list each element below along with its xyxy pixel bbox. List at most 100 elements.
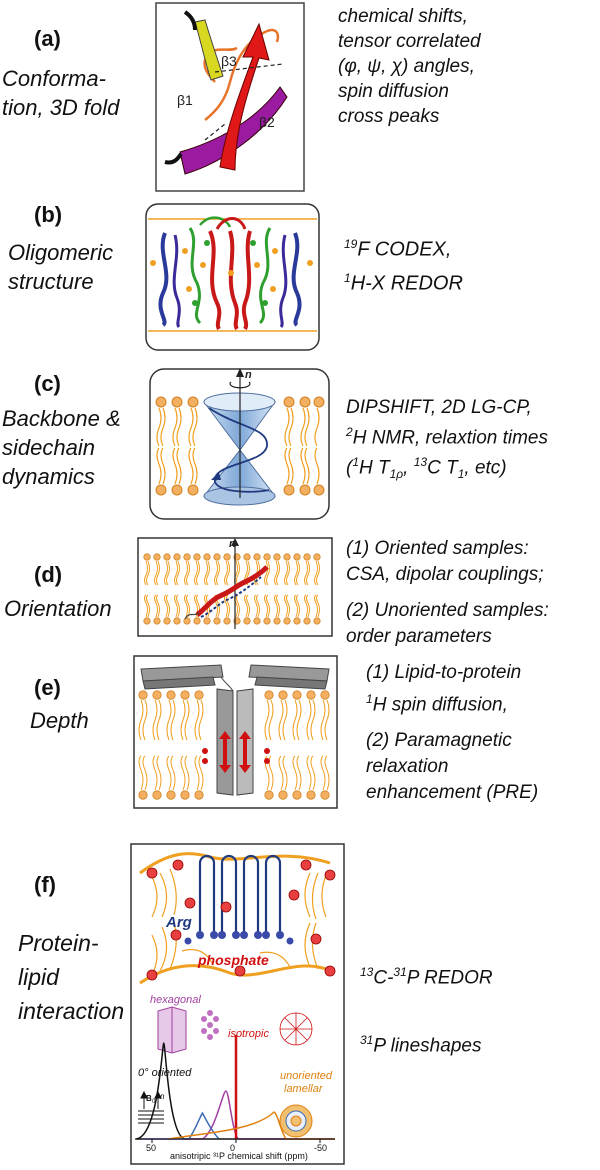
method-line: (2) Paramagnetic [366,730,512,752]
row-f-category-line: Protein- [18,930,99,956]
micelle [279,1012,313,1046]
row-b-category-line: Oligomeric [8,240,114,265]
hexagonal-prism [157,1006,187,1054]
sidechain-balls [150,248,313,292]
cross-peak-line [214,63,284,73]
row-a-label: (a) [34,26,61,51]
method-line: (1H T1ρ, 13C T1, etc) [346,455,507,482]
protein-red [195,565,269,617]
depth-arrows [219,731,251,773]
director-arrowhead [231,538,239,546]
row-b-methods: 19F CODEX, 1H-X REDOR [344,230,463,297]
protein-tail [184,612,200,620]
director-arrowhead [236,368,244,377]
helical-arrowhead [211,472,221,480]
c-terminus [164,152,183,165]
helix-connector [220,676,234,692]
row-e-figure [133,655,338,809]
protein-blue [200,576,262,618]
method-line: tensor correlated [338,31,481,52]
method-line: cross peaks [338,106,440,127]
phosphate-heads [146,859,336,981]
row-f-category-line: interaction [18,998,125,1024]
method-line: 13C-31P REDOR [360,965,493,989]
rotation-arrow [229,381,251,389]
row-e-methods: (1) Lipid-to-protein 1H spin diffusion, … [366,660,538,806]
method-line: 19F CODEX, [344,237,452,261]
method-line: chemical shifts, [338,6,468,27]
curved-lipid-tails [151,868,327,976]
row-c-category-line: Backbone & [2,406,121,431]
n-terminus [183,10,197,31]
row-a-methods: chemical shifts, tensor correlated (φ, ψ… [338,4,481,129]
blue-strand [291,232,302,327]
lipid-heads-bottom [143,617,321,625]
method-line: (1) Lipid-to-protein [366,662,522,683]
row-b-category-line: structure [8,269,94,294]
method-line: 1H-X REDOR [344,270,463,295]
method-line: order parameters [346,626,492,647]
hexagonal-cross-section [201,1010,219,1040]
row-d-category-line: Orientation [4,596,112,621]
lipid-tails [138,699,330,791]
arg-hairpins [198,854,282,933]
row-a-category-line: tion, 3D fold [2,95,120,120]
beta-strand-3 [219,22,270,171]
row-c-figure: n [149,368,330,520]
red-loop [215,217,247,230]
blue-strand [158,232,169,327]
row-a-category: Conforma- tion, 3D fold [2,64,119,122]
row-f-label: (f) [34,872,56,897]
x-tick-label: -50 [314,1143,327,1153]
arg-beads [184,931,294,945]
lipid-tails [156,407,320,485]
lipid-heads [138,690,330,800]
method-line: enhancement (PRE) [366,782,539,804]
row-c-label: (c) [34,371,61,396]
row-d-category: Orientation [4,594,112,623]
row-d-label: (d) [34,562,63,587]
axis-n-label: n [245,369,252,381]
phosphate-label: phosphate [197,952,269,968]
row-a-category-line: Conforma- [2,66,106,91]
sidechain-balls-green [192,240,268,306]
method-line: 2H NMR, relaxtion times [346,425,549,449]
red-strand [208,230,222,331]
b0-sub: 0 [152,1099,156,1105]
row-c-category: Backbone & sidechain dynamics [2,404,121,491]
green-strand [258,227,272,325]
method-line: CSA, dipolar couplings; [346,564,544,585]
method-line: 31P lineshapes [360,1033,482,1057]
strand-label-b3: β3 [221,53,237,69]
lipid-heads [155,396,325,496]
row-c-category-line: dynamics [2,464,95,489]
paramagnetic-dots [202,748,270,764]
green-loop [199,216,232,228]
x-axis-label: anisotripic ³¹P chemical shift (ppm) [170,1151,308,1161]
method-line: (φ, ψ, χ) angles, [338,56,475,77]
method-line: (2) Unoriented samples: [346,600,549,621]
spectra-lines [135,1035,335,1140]
x-tick-label: 50 [146,1143,156,1153]
b0-label: B [146,1094,152,1103]
unoriented-label-2: lamellar [284,1083,324,1095]
lamellar-sphere [279,1104,313,1138]
red-strand [228,230,239,331]
helical-path [208,407,270,493]
row-b-label: (b) [34,202,63,227]
row-e-category: Depth [30,706,89,735]
blue-strand [172,234,181,329]
lipid-heads-top [143,553,321,561]
method-line: DIPSHIFT, 2D LG-CP, [346,397,532,418]
beta-strand-1 [194,19,224,81]
unoriented-label-1: unoriented [280,1070,333,1082]
row-f-figure: Arg phosphate hexagonal isotropic 0° ori… [130,843,345,1165]
oriented-label: 0° oriented [138,1067,192,1079]
strand-label-b1: β1 [177,92,193,108]
cross-peak-line [204,123,226,141]
red-strand [241,230,252,331]
x-ticks: 50 0 -50 [146,1139,327,1153]
x-tick-label: 0 [230,1143,235,1153]
row-d-methods: (1) Oriented samples: CSA, dipolar coupl… [346,536,549,650]
method-line: (1) Oriented samples: [346,538,529,559]
